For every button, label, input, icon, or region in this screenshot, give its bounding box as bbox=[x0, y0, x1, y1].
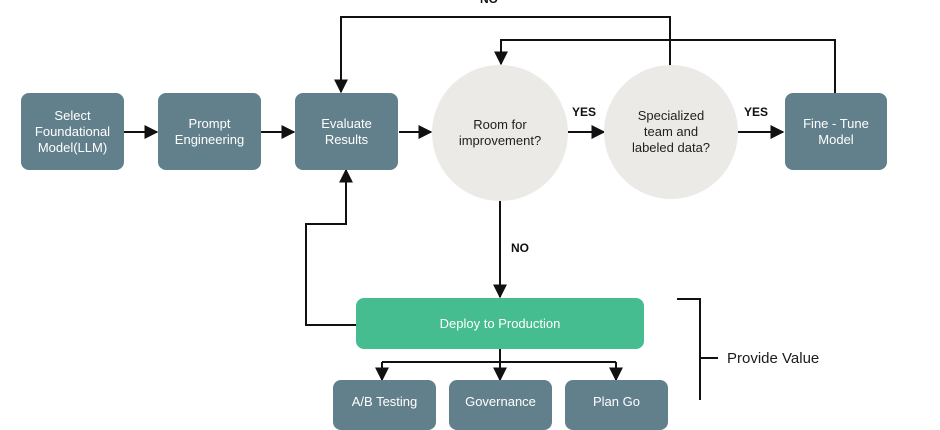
node-prompt-engineering: Prompt Engineering bbox=[158, 93, 261, 170]
arrow-no-loop-to-evaluate bbox=[334, 16, 671, 94]
flow-connectors bbox=[124, 16, 836, 400]
node-fine-tune: Fine - Tune Model bbox=[785, 93, 887, 170]
label-yes-2: YES bbox=[744, 105, 769, 119]
arrow-finetune-to-room bbox=[494, 39, 836, 93]
node-select-model: Select Foundational Model(LLM) bbox=[21, 93, 124, 170]
provide-value-bracket bbox=[677, 298, 701, 400]
node-ab-testing: A/B Testing bbox=[333, 380, 436, 430]
label-yes-1: YES bbox=[572, 105, 597, 119]
decision-specialized-team: Specialized team and labeled data? bbox=[604, 65, 738, 199]
node-evaluate-results: Evaluate Results bbox=[295, 93, 398, 170]
node-bottom-3: Plan Go bbox=[565, 380, 668, 430]
label-no-top: NO bbox=[480, 0, 498, 6]
decision-room-for-improvement: Room for improvement? bbox=[432, 65, 568, 201]
node-deploy-to-production: Deploy to Production bbox=[356, 298, 644, 349]
arrow-deploy-to-evaluate bbox=[305, 168, 356, 326]
label-provide-value: Provide Value bbox=[727, 350, 820, 367]
node-bottom-2: Governance bbox=[449, 380, 552, 430]
label-no-down: NO bbox=[511, 241, 529, 255]
